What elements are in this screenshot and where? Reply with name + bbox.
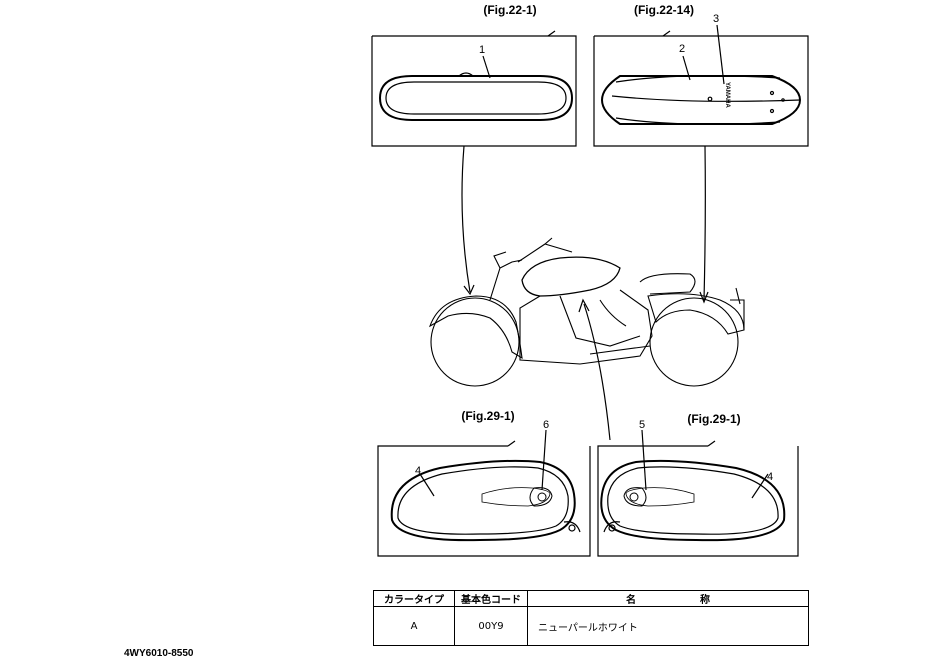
callout-5: 5 (639, 419, 645, 431)
callout-4-left: 4 (415, 465, 421, 477)
fig-ref-22-14: (Fig.22-14) (634, 3, 694, 17)
tank-emblem-text: YAMAHA (724, 82, 730, 108)
fig-29-1-left-box (377, 429, 591, 557)
callout-1: 1 (479, 44, 485, 56)
fig-22-14-box (593, 24, 809, 147)
callout-3: 3 (713, 13, 719, 25)
motorcycle-outline (428, 237, 745, 387)
cell-color-type: A (373, 606, 455, 646)
fig-ref-29-1-right: (Fig.29-1) (687, 412, 740, 426)
fig-29-1-right-box (597, 429, 799, 557)
cell-color-name: ニューパールホワイト (527, 606, 809, 646)
cell-base-color-code: 00Y9 (454, 606, 528, 646)
callout-4-right: 4 (767, 471, 773, 483)
header-base-color-code: 基本色コード (454, 590, 528, 607)
header-name-part1: 名 (626, 595, 636, 606)
color-legend-table: カラータイプ 基本色コード 名 称 A 00Y9 ニューパールホワイト (373, 590, 809, 646)
table-row: A 00Y9 ニューパールホワイト (373, 606, 809, 646)
fig-22-1-box (371, 30, 577, 147)
legend-header-row: カラータイプ 基本色コード 名 称 (373, 590, 809, 607)
part-number: 4WY6010-8550 (124, 648, 194, 659)
header-color-type: カラータイプ (373, 590, 455, 607)
header-name: 名 称 (527, 590, 809, 607)
fig-ref-22-1: (Fig.22-1) (483, 3, 536, 17)
fig-ref-29-1-left: (Fig.29-1) (461, 409, 514, 423)
callout-2: 2 (679, 43, 685, 55)
header-name-part2: 称 (700, 595, 710, 606)
callout-6: 6 (543, 419, 549, 431)
